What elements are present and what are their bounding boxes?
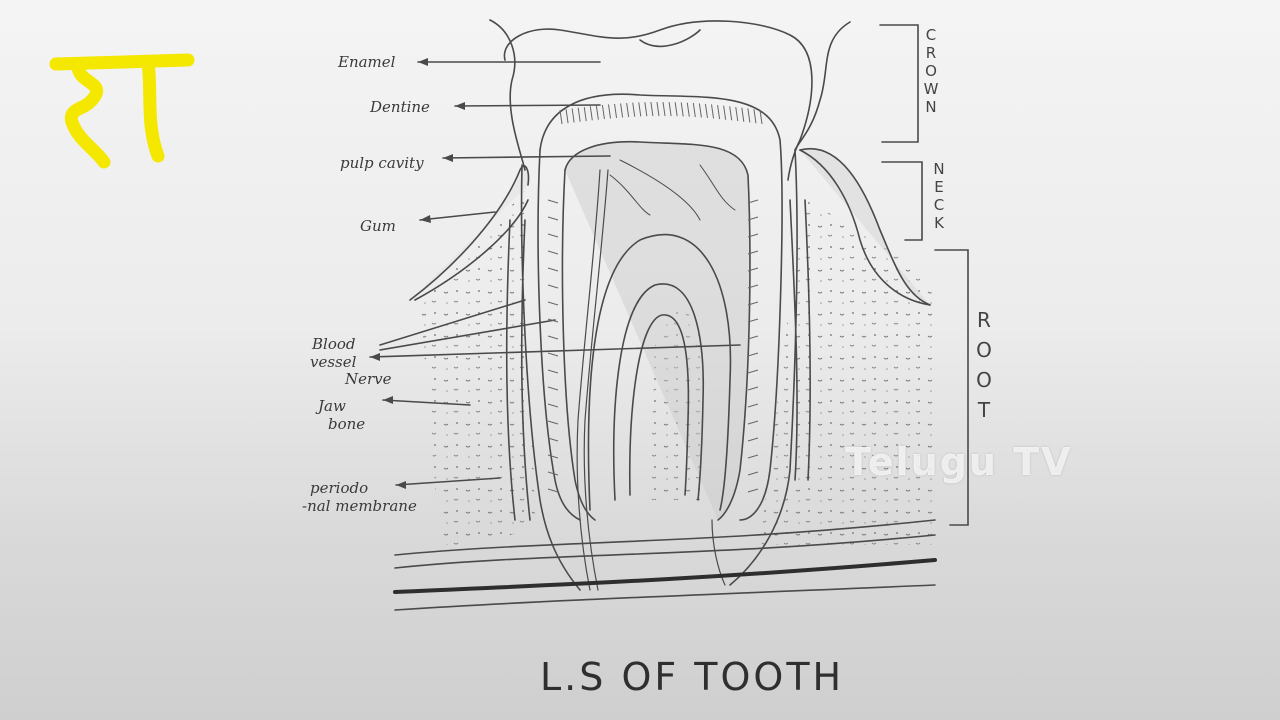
- dentine-tubule: [547, 250, 559, 255]
- dentine-tubule: [650, 102, 654, 117]
- dentine-tubule: [747, 420, 759, 425]
- dentine-tubule: [692, 103, 696, 118]
- dentine-tubule: [547, 386, 559, 391]
- dentine-tubule: [547, 284, 559, 289]
- dentine-tubule: [741, 107, 745, 122]
- dentine-tubule: [747, 454, 759, 459]
- dentine-tubule: [753, 109, 757, 124]
- dentine-tubule: [747, 386, 759, 391]
- dentine-tubule: [547, 471, 559, 476]
- dentine-tubule: [595, 105, 599, 120]
- label-dentine: Dentine: [370, 98, 430, 116]
- dentine-tubule: [747, 488, 759, 493]
- region-crown: CROWN: [923, 26, 939, 116]
- dentine-tubule: [747, 233, 759, 238]
- dentine-tubule: [547, 352, 559, 357]
- dentine-tubule: [583, 106, 587, 122]
- dentine-tubule: [644, 102, 648, 117]
- label-gum: Gum: [360, 217, 396, 235]
- label-bone: bone: [328, 415, 366, 433]
- dentine-tubule: [747, 301, 759, 306]
- dentine-tubule: [601, 104, 605, 120]
- dentine-tubule: [632, 102, 636, 117]
- dentine-tubule: [547, 454, 559, 459]
- dentine-tubule: [547, 199, 559, 204]
- dentine-tubule: [547, 233, 559, 238]
- dentine-tubule: [565, 109, 569, 124]
- dentine-tubule: [747, 437, 759, 442]
- label-enamel: Enamel: [338, 53, 396, 71]
- dentine-tubule: [547, 318, 559, 323]
- dentine-tubule: [662, 101, 666, 117]
- dentine-tubule: [547, 216, 559, 221]
- dentine-tubule: [729, 106, 733, 121]
- dentine-tubule: [571, 108, 575, 123]
- dentine-tubule: [668, 102, 672, 117]
- label-vessel: vessel: [310, 353, 357, 371]
- dentine-tubule: [735, 106, 739, 122]
- dentine-tubule: [747, 352, 759, 357]
- region-root: ROOT: [976, 308, 992, 422]
- dentine-tubule: [626, 103, 630, 118]
- label-pulp-cavity: pulp cavity: [340, 154, 424, 172]
- dentine-tubule: [747, 284, 759, 289]
- dentine-tubule: [577, 107, 581, 122]
- dentine-tubule: [674, 102, 678, 117]
- dentine-tubule: [547, 403, 559, 408]
- dentine-tubule: [747, 267, 759, 272]
- watermark: Telugu TV: [845, 440, 1073, 484]
- dentine-tubule: [559, 109, 563, 125]
- label-jaw: Jaw: [318, 397, 346, 415]
- dentine-tubule: [547, 488, 559, 493]
- dentine-tubule: [747, 369, 759, 374]
- dentine-tubule: [747, 108, 751, 123]
- dentine-tubule: [547, 369, 559, 374]
- dentine-tubule: [547, 437, 559, 442]
- label-membrane: -nal membrane: [302, 497, 417, 515]
- dentine-tubule: [711, 104, 715, 119]
- dentine-tubule: [547, 267, 559, 272]
- channel-logo-icon: [49, 53, 195, 169]
- diagram-title: L.S OF TOOTH: [540, 655, 845, 699]
- dentine-tubule: [704, 103, 708, 119]
- dentine-tubule: [589, 106, 593, 121]
- label-nerve: Nerve: [345, 370, 392, 388]
- dentine-tubule: [620, 103, 624, 118]
- dentine-tubule: [638, 102, 642, 117]
- dentine-tubule: [747, 250, 759, 255]
- dentine-tubule: [698, 103, 702, 118]
- label-periodo: periodo: [310, 479, 369, 497]
- region-neck: NECK: [933, 160, 945, 232]
- dentine-tubule: [723, 105, 727, 120]
- dentine-tubule: [547, 420, 559, 425]
- dentine-tubule: [747, 471, 759, 476]
- dentine-tubule: [747, 216, 759, 221]
- dentine-tubule: [614, 103, 618, 119]
- dentine-tubule: [680, 102, 684, 117]
- dentine-tubule: [547, 335, 559, 340]
- dentine-tubule: [717, 104, 721, 120]
- dentine-tubule: [607, 104, 611, 119]
- dentine-tubule: [759, 109, 763, 125]
- dentine-tubule: [747, 318, 759, 323]
- dentine-tubule: [747, 335, 759, 340]
- dentine-tubule: [656, 101, 660, 117]
- dentine-tubule: [547, 301, 559, 306]
- dentine-tubule: [747, 403, 759, 408]
- dentine-tubule: [686, 102, 690, 117]
- label-blood: Blood: [312, 335, 356, 353]
- dentine-tubule: [747, 199, 759, 204]
